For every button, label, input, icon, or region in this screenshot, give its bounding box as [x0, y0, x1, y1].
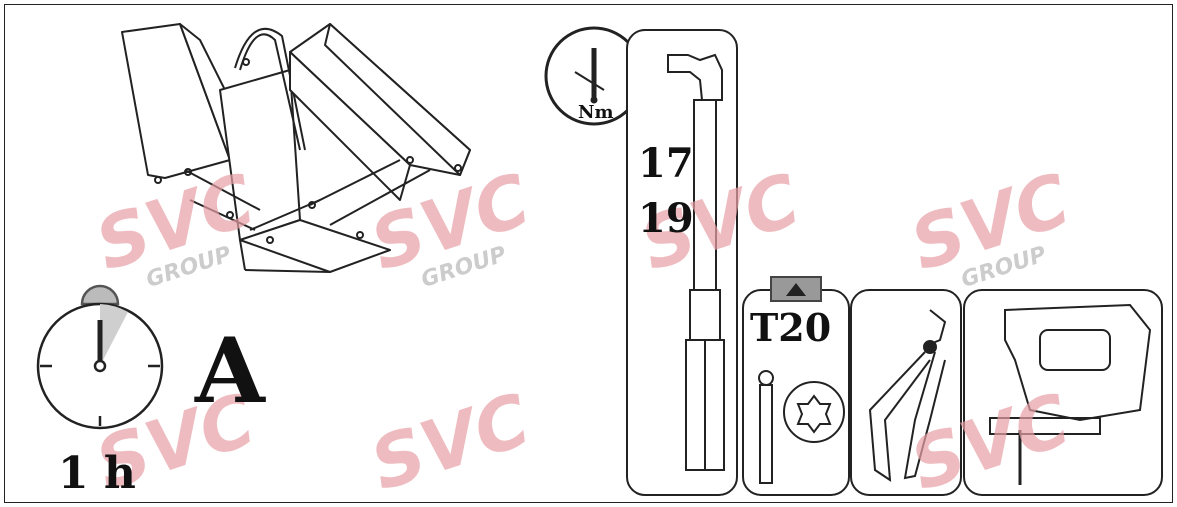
bit-panel	[742, 276, 850, 496]
wrench-panel	[626, 29, 738, 496]
bit-size-label: T20	[750, 305, 832, 350]
wrench-size-17: 17	[638, 140, 694, 187]
stopwatch-icon	[36, 284, 164, 430]
wrench-size-19: 19	[638, 195, 694, 242]
torque-unit-label: Nm	[578, 102, 614, 123]
pliers-panel	[850, 289, 962, 496]
jigsaw-panel	[963, 289, 1163, 496]
toolbox-icon	[121, 23, 471, 273]
difficulty-label: A	[195, 318, 265, 424]
time-label: 1 h	[58, 448, 136, 499]
instruction-frame	[4, 4, 1173, 503]
